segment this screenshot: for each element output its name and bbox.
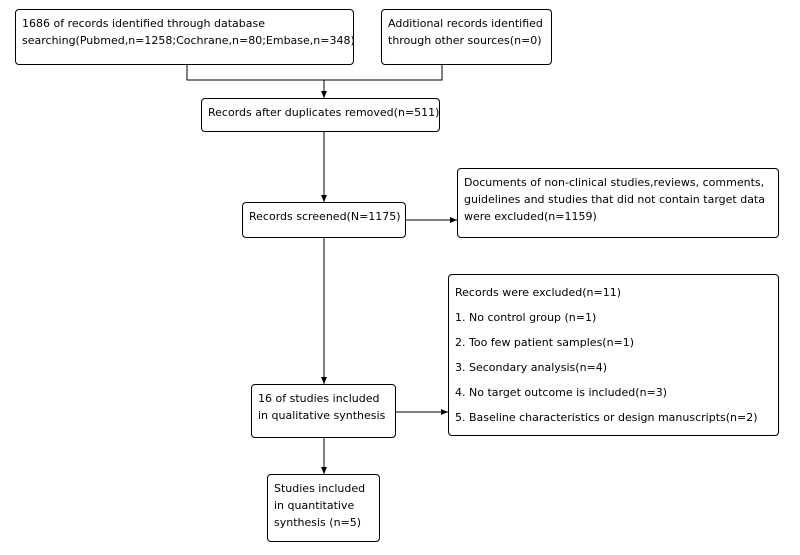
box-text-line: searching(Pubmed,n=1258;Cochrane,n=80;Em…: [22, 34, 355, 47]
records-after-duplicates-box: Records after duplicates removed(n=511): [201, 98, 440, 132]
quantitative-synthesis-box: Studies included in quantitative synthes…: [267, 474, 380, 542]
exclusion-item: 1. No control group (n=1): [455, 311, 597, 324]
box-text-line: Additional records identified: [388, 17, 543, 30]
box-text-line: through other sources(n=0): [388, 34, 542, 47]
records-identified-database-box: 1686 of records identified through datab…: [15, 9, 355, 65]
exclusions-title: Records were excluded(n=11): [455, 286, 622, 299]
box-text-line: Studies included: [274, 482, 366, 495]
records-excluded-box: Records were excluded(n=11) 1. No contro…: [448, 274, 779, 436]
box-text-line: guidelines and studies that did not cont…: [464, 193, 765, 206]
box-text-line: 1686 of records identified through datab…: [22, 17, 265, 30]
box-text-line: in qualitative synthesis: [258, 409, 386, 422]
box-text-line: Documents of non-clinical studies,review…: [464, 176, 765, 189]
box-text-line: synthesis (n=5): [274, 516, 362, 529]
box-text-line: Records screened(N=1175): [249, 210, 401, 223]
box-text-line: 16 of studies included: [258, 392, 380, 405]
box-text-line: Records after duplicates removed(n=511): [208, 106, 440, 119]
merge-connector: [186, 65, 443, 81]
records-screened-box: Records screened(N=1175): [242, 202, 406, 238]
records-identified-other-box: Additional records identified through ot…: [381, 9, 552, 65]
exclusion-item: 2. Too few patient samples(n=1): [455, 336, 635, 349]
box-text-line: in quantitative: [274, 499, 355, 512]
qualitative-synthesis-box: 16 of studies included in qualitative sy…: [251, 384, 396, 438]
exclusion-item: 5. Baseline characteristics or design ma…: [455, 411, 758, 424]
box-text-line: were excluded(n=1159): [464, 210, 597, 223]
documents-excluded-box: Documents of non-clinical studies,review…: [457, 168, 779, 238]
exclusion-item: 3. Secondary analysis(n=4): [455, 361, 608, 374]
exclusion-item: 4. No target outcome is included(n=3): [455, 386, 668, 399]
